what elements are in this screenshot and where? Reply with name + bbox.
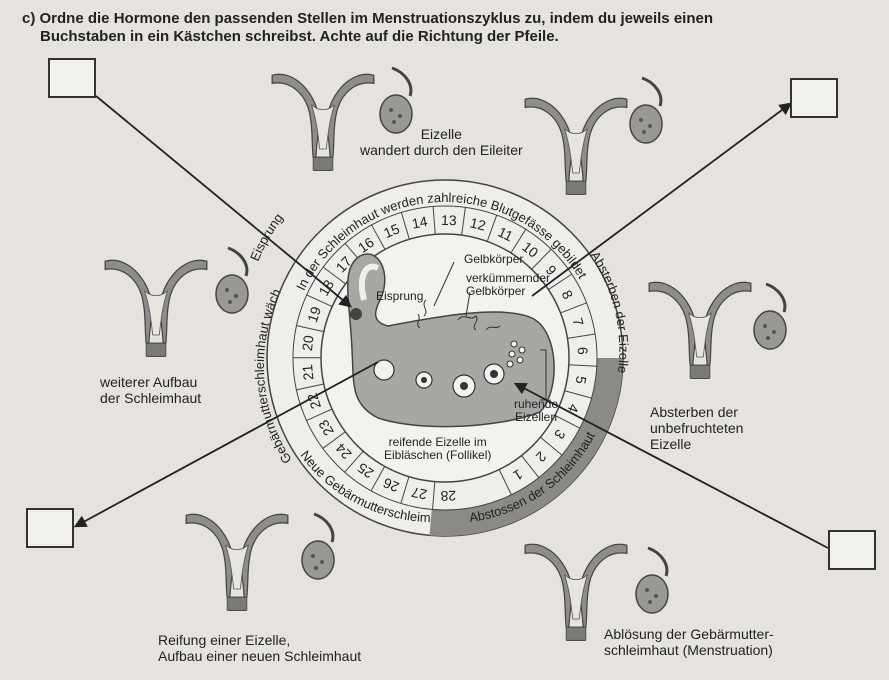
day-divider <box>564 390 592 399</box>
day-label: 26 <box>381 475 402 496</box>
answer-box-bottom-right[interactable] <box>828 530 876 570</box>
day-divider <box>568 364 597 367</box>
day-label: 14 <box>410 213 428 232</box>
uterus-top-left-icon <box>271 73 375 171</box>
day-divider <box>510 228 527 254</box>
day-divider <box>560 302 587 314</box>
day-label: 27 <box>410 484 429 503</box>
day-divider <box>432 481 436 510</box>
regressing-corpus-luteum-icon <box>457 315 478 331</box>
day-divider <box>306 294 333 308</box>
day-divider <box>296 325 324 333</box>
day-divider <box>486 214 498 242</box>
menstruation-segment <box>429 358 623 536</box>
day-label: 23 <box>315 417 337 439</box>
uterus-bottom-left-icon <box>185 513 289 611</box>
answer-box-bottom-left[interactable] <box>26 508 74 548</box>
ovary-shape <box>347 253 555 428</box>
ovary-cross-section <box>347 253 555 428</box>
label-eisprung: Eisprung <box>376 289 424 303</box>
label-gelbkoerper: Gelbkörper <box>464 252 524 266</box>
day-divider <box>371 224 386 250</box>
day-label: 11 <box>495 224 515 245</box>
day-label: 22 <box>304 391 324 411</box>
answer-box-top-left[interactable] <box>48 58 96 98</box>
day-label: 21 <box>299 364 317 381</box>
day-divider <box>531 248 552 270</box>
day-label: 12 <box>468 214 487 233</box>
oviduct <box>358 263 380 301</box>
ovary-bottom-left-icon <box>300 512 336 581</box>
arrow-top-left <box>95 95 352 308</box>
day-label: 19 <box>304 304 324 324</box>
day-divider <box>322 431 346 449</box>
corpus-luteum-icon <box>417 299 427 329</box>
task-line-2: Buchstaben in ein Kästchen schreibst. Ac… <box>40 28 559 45</box>
ovary-left-icon <box>214 246 250 315</box>
stage-label-bottom-left: Reifung einer Eizelle,Aufbau einer neuen… <box>158 632 362 664</box>
day-label: 7 <box>569 316 587 328</box>
day-label: 20 <box>299 334 317 351</box>
day-divider <box>400 212 410 240</box>
day-divider <box>540 436 563 456</box>
task-text: c) Ordne die Hormone den passenden Stell… <box>22 10 782 46</box>
ovary-top-right-icon <box>628 76 664 145</box>
day-divider <box>400 476 410 504</box>
ovary-right-icon <box>752 282 788 351</box>
day-label: 15 <box>381 220 402 241</box>
day-label: 6 <box>575 346 591 355</box>
day-divider <box>432 206 436 235</box>
day-divider <box>521 455 540 478</box>
day-label: 13 <box>441 212 457 228</box>
day-divider <box>498 469 512 495</box>
arrow-bottom-left <box>73 361 379 528</box>
day-divider <box>344 450 364 473</box>
day-divider <box>306 408 333 422</box>
stage-label-bottom-right: Ablösung der Gebärmutter-schleimhaut (Me… <box>604 626 774 658</box>
day-label: 5 <box>573 375 590 385</box>
day-divider <box>322 266 346 285</box>
task-line-1: Ordne die Hormone den passenden Stellen … <box>39 10 713 27</box>
day-divider <box>567 333 596 339</box>
resting-eggs-icon <box>506 340 526 368</box>
follicle-icon <box>373 359 395 381</box>
answer-box-top-right[interactable] <box>790 78 838 118</box>
day-divider <box>461 207 466 236</box>
day-divider <box>370 466 386 492</box>
ovary-top-left-icon <box>378 66 414 135</box>
arrow-top-right <box>531 102 793 297</box>
day-label: 28 <box>440 488 456 504</box>
task-label: c) <box>22 10 36 27</box>
uterus-left-icon <box>104 259 208 357</box>
day-divider <box>296 383 324 391</box>
uterus-top-right-icon <box>524 97 628 195</box>
uterus-right-icon <box>648 281 752 379</box>
day-divider <box>548 273 573 290</box>
ovary-bottom-right-icon <box>634 546 670 615</box>
arrow-bottom-right <box>513 382 829 549</box>
egg-cell-icon <box>350 308 362 320</box>
day-divider <box>554 414 581 429</box>
